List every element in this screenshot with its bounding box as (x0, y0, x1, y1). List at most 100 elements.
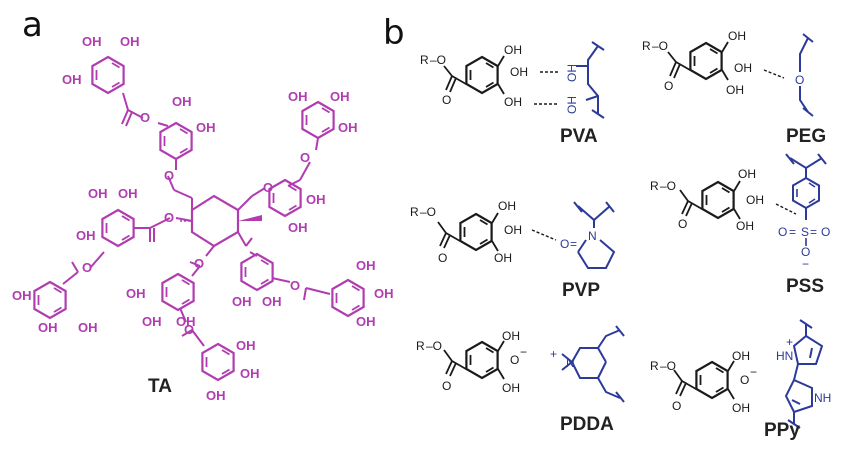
ta-ring-7 (161, 272, 195, 312)
ta-ring-2 (159, 121, 193, 161)
pva-hydroxyl: OH (510, 65, 528, 79)
pva-gallol (443, 55, 505, 95)
svg-text:O: O (672, 399, 681, 413)
ppy-hydroxyl: OH (732, 401, 750, 415)
pva-r-group: R (420, 53, 429, 67)
pvp-carbonyl-oxygen: O (560, 237, 569, 251)
svg-text:–O: –O (430, 53, 446, 67)
pva-polymer-oh: OH (565, 96, 579, 114)
ta-hydroxyl: OH (240, 366, 260, 381)
ta-ester-oxygen: O (164, 168, 174, 183)
ta-hydroxyl: OH (172, 94, 192, 109)
ta-hydroxyl: OH (374, 286, 394, 301)
ta-ring-8 (240, 252, 274, 292)
pss-gallol (679, 180, 741, 220)
ta-ester-oxygen: O (140, 110, 150, 125)
peg-ether-oxygen: O (795, 73, 804, 87)
pva-polymer-oh: OH (565, 64, 579, 82)
pva-polymer (576, 41, 605, 119)
svg-text:–O: –O (426, 339, 442, 353)
peg-label: PEG (786, 126, 826, 147)
pvp-r-group: R (410, 205, 419, 219)
svg-text:O: O (442, 379, 451, 393)
pdda-phenolate: O (510, 353, 519, 367)
svg-text:–O: –O (420, 205, 436, 219)
svg-text:O: O (678, 217, 687, 231)
ta-hydroxyl: OH (356, 314, 376, 329)
ta-hydroxyl: OH (206, 388, 226, 403)
panel-label-a: a (22, 5, 43, 45)
pvp-hydroxyl: OH (494, 251, 512, 265)
ta-ester-oxygen: O (300, 150, 310, 165)
svg-text:O: O (664, 79, 673, 93)
peg-hydroxyl: OH (728, 29, 746, 43)
ta-hydroxyl: OH (306, 192, 326, 207)
svg-text:O: O (442, 93, 451, 107)
svg-text:–O: –O (660, 179, 676, 193)
pss-oxygen: O (821, 225, 830, 239)
ta-ring-10 (201, 342, 235, 382)
pdda-hydroxyl: OH (502, 381, 520, 395)
peg-hydroxyl: OH (734, 61, 752, 75)
ta-ester-oxygen: O (290, 278, 300, 293)
pss-hbond (775, 203, 797, 215)
peg-hbond (763, 69, 785, 79)
ta-hydroxyl: OH (38, 320, 58, 335)
svg-text:–O: –O (660, 359, 676, 373)
ta-ring-5 (101, 208, 135, 248)
ta-hydroxyl: OH (356, 258, 376, 273)
peg-hydroxyl: OH (726, 83, 744, 97)
ppy-minus: − (750, 365, 757, 379)
ta-hydroxyl: OH (118, 186, 138, 201)
ta-atom-labels: O O O O O O O O O OH OH OH OH OH OH OH O… (12, 34, 394, 403)
peg-gallol (667, 41, 729, 81)
ta-ester-oxygen: O (164, 210, 174, 225)
pdda-gallol (443, 340, 505, 380)
ta-hydroxyl: OH (76, 228, 96, 243)
pdda-hydroxyl: OH (502, 329, 520, 343)
ta-hydroxyl: OH (12, 288, 32, 303)
ppy-polymer (784, 319, 824, 429)
ppy-pyrrole-nh: NH (814, 391, 831, 405)
pss-r-group: R (650, 179, 659, 193)
ta-label: TA (148, 376, 172, 397)
ta-ring-9 (331, 278, 365, 318)
svg-text:=: = (789, 225, 796, 239)
ppy-hydroxyl: OH (732, 349, 750, 363)
peg-polymer (799, 33, 814, 117)
ta-ester-oxygen: O (194, 256, 204, 271)
svg-text:–O: –O (652, 39, 668, 53)
pss-minus: − (802, 257, 809, 271)
ta-hydroxyl: OH (126, 286, 146, 301)
pss-label: PSS (786, 276, 824, 297)
pvp-hydroxyl: OH (498, 199, 516, 213)
ta-hydroxyl: OH (338, 120, 358, 135)
pss-sulfur: S (801, 225, 809, 239)
ta-hydroxyl: OH (120, 34, 140, 49)
ta-ring-4 (268, 178, 302, 218)
pva-hydroxyl: OH (504, 43, 522, 57)
ppy-pyrrole-nh: HN (776, 349, 793, 363)
ta-hydroxyl: OH (232, 294, 252, 309)
pdda-ammonium-n: N (566, 356, 575, 370)
pva-gallol-labels: R –O O OH OH OH (420, 43, 528, 109)
pvp-polymer (573, 201, 616, 269)
pdda-polymer (561, 325, 625, 403)
pdda-label: PDDA (560, 414, 614, 435)
pss-polymer (785, 153, 827, 220)
ta-hydroxyl: OH (262, 294, 282, 309)
ta-hydroxyl: OH (176, 314, 196, 329)
pss-oxygen: O (801, 245, 810, 259)
panel-label-b: b (383, 13, 405, 53)
pvp-gallol (437, 212, 499, 252)
pss-hydroxyl: OH (736, 219, 754, 233)
ppy-phenolate: O (740, 373, 749, 387)
pdda-minus: − (520, 345, 527, 359)
ta-hydroxyl: OH (88, 186, 108, 201)
svg-text:O: O (438, 251, 447, 265)
ppy-label: PPy (764, 420, 800, 441)
ta-hydroxyl: OH (78, 320, 98, 335)
pva-label: PVA (560, 126, 598, 147)
ppy-r-group: R (650, 359, 659, 373)
